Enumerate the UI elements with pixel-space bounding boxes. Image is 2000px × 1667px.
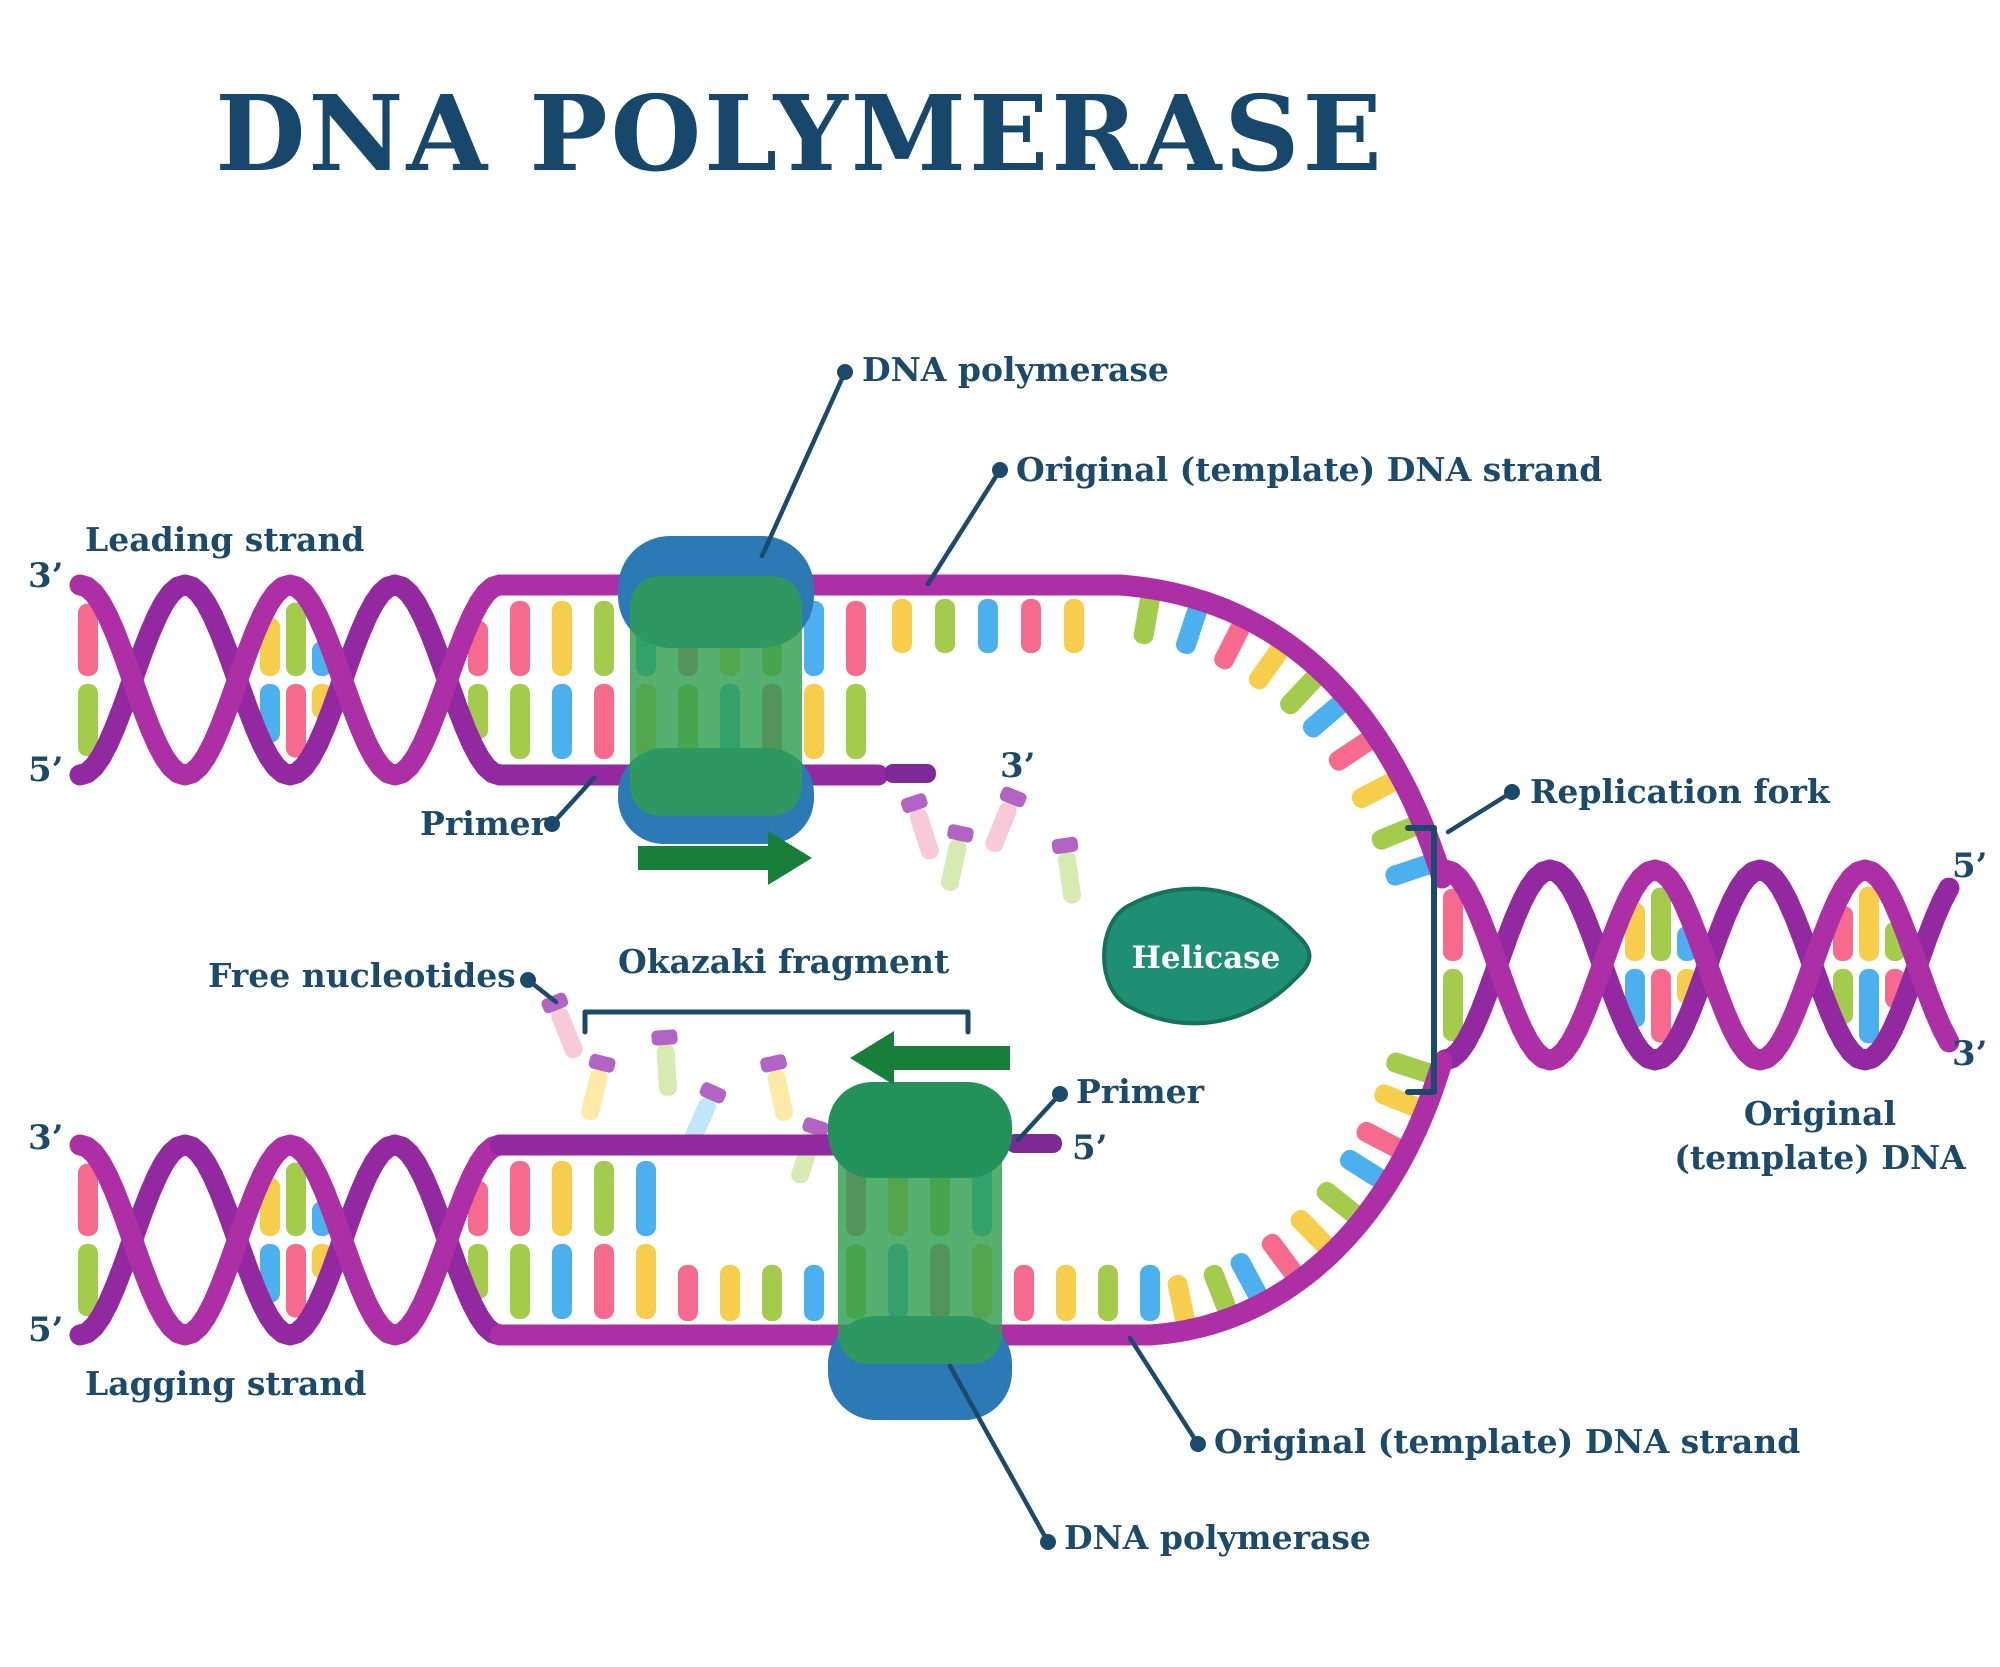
- original-template-dna-line2: (template) DNA: [1674, 1138, 1966, 1177]
- five-prime-top-left: 5’: [28, 750, 64, 790]
- enzymes-layer: [618, 536, 1312, 1420]
- diagram-title: DNA POLYMERASE: [215, 72, 1385, 195]
- five-prime-bottom-left: 5’: [28, 1310, 64, 1350]
- free-nucleotides-label: Free nucleotides: [208, 956, 516, 995]
- annotation-layer: [520, 364, 1520, 1550]
- original-template-dna-label: Original (template) DNA: [1650, 1092, 1990, 1180]
- three-prime-bottom-left: 3’: [28, 1118, 64, 1158]
- original-template-strand-bottom-label: Original (template) DNA strand: [1214, 1422, 1801, 1461]
- three-prime-right: 3’: [1952, 1034, 1988, 1074]
- dna-polymerase-top-label: DNA polymerase: [862, 350, 1169, 389]
- helicase-label: Helicase: [1132, 940, 1281, 976]
- five-prime-right: 5’: [1952, 846, 1988, 886]
- three-prime-top-left: 3’: [28, 556, 64, 596]
- okazaki-fragment-label: Okazaki fragment: [618, 942, 950, 981]
- leading-strand-label: Leading strand: [85, 520, 365, 559]
- primer-bottom-label: Primer: [1076, 1072, 1205, 1111]
- backbone-layer: [69, 574, 1960, 1346]
- original-template-strand-top-label: Original (template) DNA strand: [1016, 450, 1603, 489]
- original-template-dna-line1: Original: [1743, 1094, 1897, 1133]
- lagging-strand-label: Lagging strand: [85, 1364, 367, 1403]
- replication-fork-label: Replication fork: [1530, 772, 1830, 811]
- three-prime-leading-end: 3’: [1000, 746, 1036, 786]
- dna-polymerase-bottom-label: DNA polymerase: [1064, 1518, 1371, 1557]
- five-prime-primer: 5’: [1072, 1128, 1108, 1168]
- primer-top-label: Primer: [420, 804, 549, 843]
